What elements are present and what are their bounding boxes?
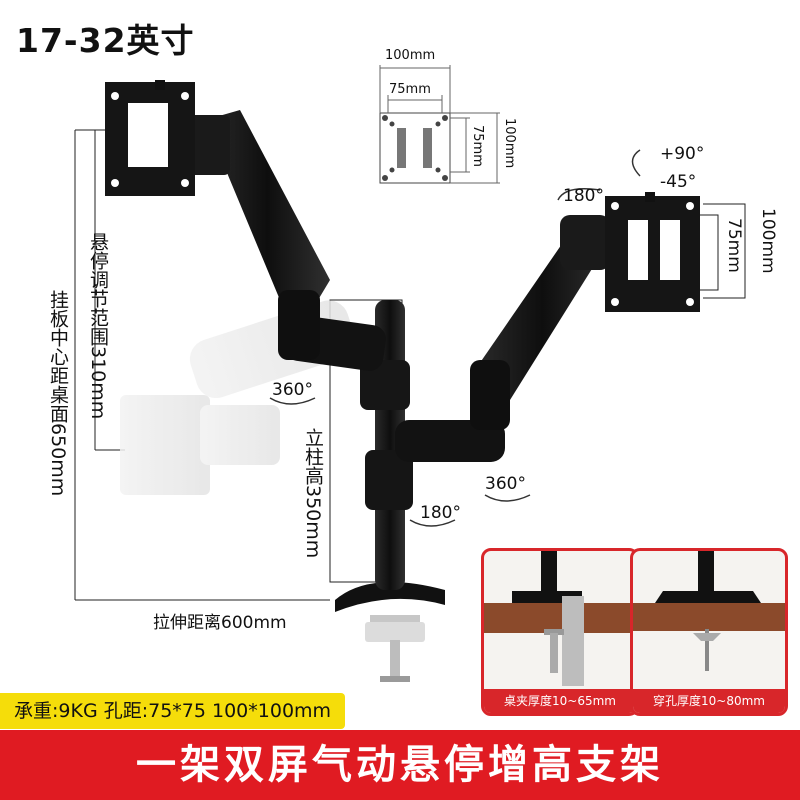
vesa-top-75: 75mm bbox=[389, 82, 431, 97]
right-arm bbox=[395, 215, 610, 462]
pole-height-label: 立柱高350mm bbox=[302, 428, 324, 559]
vesa-side-75: 75mm bbox=[470, 125, 485, 167]
plate-side-100: 100mm bbox=[758, 208, 778, 274]
tilt-up-label: +90° bbox=[660, 144, 705, 164]
vesa-hole-diagram bbox=[379, 65, 500, 184]
rotation-arrows bbox=[269, 149, 641, 527]
right-arm-rotation: 360° bbox=[485, 474, 526, 494]
hover-range-label: 悬停调节范围310mm bbox=[87, 232, 109, 420]
vesa-side-100: 100mm bbox=[502, 118, 517, 169]
clamp-install-inset: 桌夹厚度10~65mm bbox=[481, 548, 639, 716]
left-arm-rotation: 360° bbox=[272, 380, 313, 400]
reach-label: 拉伸距离600mm bbox=[153, 613, 287, 633]
grommet-caption: 穿孔厚度10~80mm bbox=[633, 689, 785, 713]
panel-height-label: 挂板中心距桌面650mm bbox=[47, 290, 69, 497]
tilt-down-label: -45° bbox=[660, 172, 697, 192]
grommet-install-inset: 穿孔厚度10~80mm bbox=[630, 548, 788, 716]
size-title: 17-32英寸 bbox=[16, 21, 195, 60]
swivel-label: 180° bbox=[563, 186, 604, 206]
left-vesa-plate bbox=[105, 80, 195, 196]
clamp-caption: 桌夹厚度10~65mm bbox=[484, 689, 636, 713]
desk-clamp bbox=[335, 582, 445, 682]
right-vesa-plate bbox=[605, 192, 700, 312]
banner-title: 一架双屏气动悬停增高支架 bbox=[136, 742, 664, 788]
clamp-illustration bbox=[484, 551, 636, 686]
pole-rotation: 180° bbox=[420, 503, 461, 523]
spec-bar: 承重:9KG 孔距:75*75 100*100mm bbox=[0, 693, 346, 729]
vesa-top-100: 100mm bbox=[385, 48, 436, 63]
plate-side-75: 75mm bbox=[724, 218, 744, 273]
grommet-illustration bbox=[633, 551, 785, 671]
promo-banner bbox=[0, 730, 800, 800]
left-arm bbox=[185, 110, 386, 371]
